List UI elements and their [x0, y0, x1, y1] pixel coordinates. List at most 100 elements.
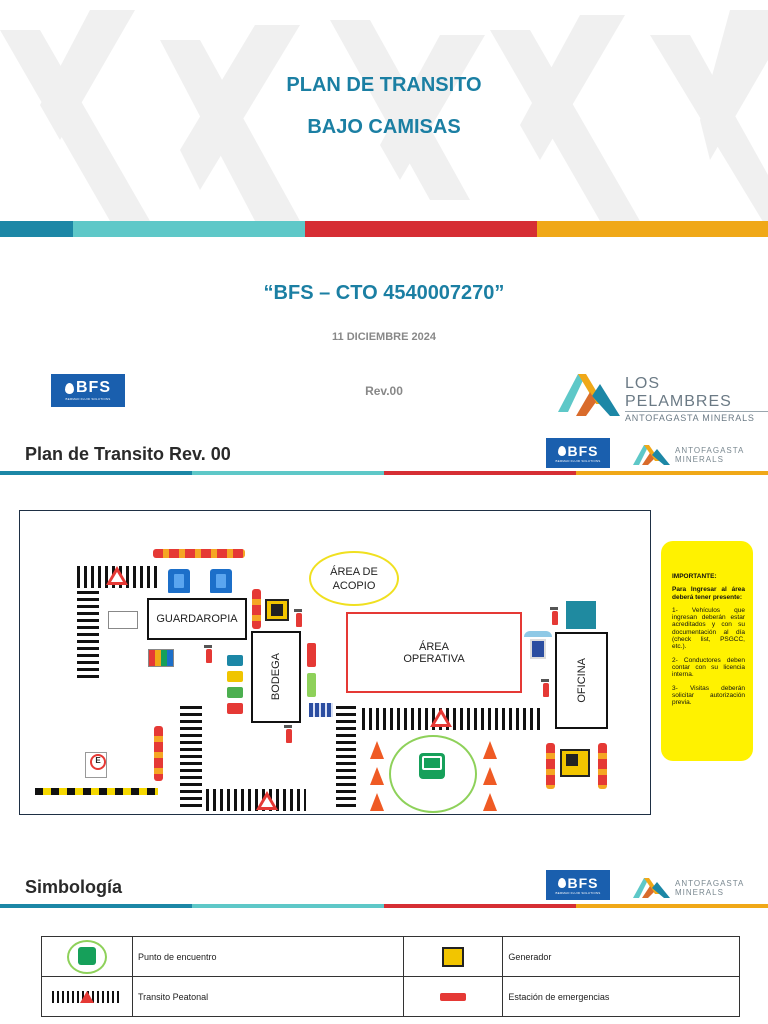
waste-bin [227, 655, 243, 666]
symbol-cell [403, 936, 504, 977]
traffic-cone-icon [370, 767, 384, 785]
symbol-cell [41, 976, 133, 1017]
shelter-icon [524, 631, 552, 661]
table-row: Punto de encuentro Generador [41, 936, 740, 977]
antofagasta-logo-mark [633, 445, 670, 465]
los-pelambres-logo-text: LOS PELAMBRES ANTOFAGASTA MINERALS [625, 375, 768, 423]
generator-icon [265, 599, 289, 621]
zone-operativa: ÁREA OPERATIVA [346, 612, 522, 693]
pedestrian-crossing-icon [51, 990, 122, 1003]
zone-guardaropia: GUARDAROPIA [147, 598, 247, 640]
zone-bodega: BODEGA [251, 631, 301, 723]
header-stripe [576, 904, 768, 908]
emergency-station-icon [307, 643, 316, 667]
symbol-label: Transito Peatonal [131, 976, 405, 1017]
bfs-logo-subtitle: BERMAD FLUID SOLUTIONS [555, 458, 601, 463]
los-pelambres-subtitle: ANTOFAGASTA MINERALS [625, 411, 768, 423]
cover-background-pattern [0, 10, 768, 221]
antofagasta-logo-mark [633, 878, 670, 898]
barrier [154, 726, 163, 781]
los-pelambres-logo-mark [558, 374, 620, 416]
waste-bin [227, 671, 243, 682]
emergency-station-icon [440, 993, 467, 1002]
bfs-logo-subtitle: BERMAD FLUID SOLUTIONS [555, 890, 601, 895]
status-light [307, 673, 316, 697]
barrier [153, 549, 245, 558]
header-stripe [576, 471, 768, 475]
bfs-logo-subtitle: BERMAD FLUID SOLUTIONS [65, 397, 111, 401]
toilet-icon [168, 569, 190, 593]
color-band-segment [73, 221, 305, 237]
cover-slide: PLAN DE TRANSITO BAJO CAMISAS “BFS – CTO… [0, 0, 768, 430]
pedestrian-crossing [77, 591, 99, 681]
pedestrian-crossing [362, 708, 544, 730]
header-stripe [192, 471, 384, 475]
revision-label: Rev.00 [365, 384, 403, 398]
site-map: GUARDAROPIA BODEGA ÁREA DE ACOPIO ÁREA O… [19, 510, 651, 815]
cover-title-line2: BAJO CAMISAS [307, 116, 461, 138]
stretcher-icon [309, 703, 333, 717]
table-row: Transito Peatonal Estación de emergencia… [41, 976, 740, 1017]
note-item-1: 1- Vehículos que ingresan deberán estar … [672, 606, 745, 651]
extinguisher-icon [541, 679, 549, 697]
symbology-table: Punto de encuentro Generador Transito Pe… [41, 936, 740, 1017]
note-item-3: 3- Visitas deberán solicitar autorizació… [672, 684, 745, 707]
warning-triangle-icon [430, 708, 452, 727]
color-band-segment [0, 221, 73, 237]
barrier [546, 743, 555, 789]
traffic-cone-icon [370, 793, 384, 811]
antofagasta-line1: ANTOFAGASTA [675, 446, 745, 455]
header-stripe [384, 471, 576, 475]
meeting-point-icon [66, 939, 107, 974]
project-code: “BFS – CTO 4540007270” [263, 282, 505, 304]
traffic-cone-icon [483, 767, 497, 785]
antofagasta-line2: MINERALS [675, 455, 724, 464]
zone-acopio: ÁREA DE ACOPIO [309, 551, 399, 606]
bfs-logo: BFS BERMAD FLUID SOLUTIONS [51, 374, 125, 407]
slide-title-simbologia: Simbología [25, 877, 123, 897]
zone-operativa-label: ÁREA OPERATIVA [403, 640, 465, 665]
symbol-cell [41, 936, 133, 977]
symbol-label: Punto de encuentro [131, 936, 405, 977]
antofagasta-logo-text: ANTOFAGASTA MINERALS [675, 879, 744, 897]
container-icon [566, 601, 596, 629]
note-heading: IMPORTANTE: [672, 573, 717, 580]
bfs-logo: BFS BERMAD FLUID SOLUTIONS [546, 438, 610, 468]
zone-guardaropia-label: GUARDAROPIA [156, 613, 238, 625]
symbol-label: Estación de emergencias [502, 976, 740, 1017]
antofagasta-logo-text: ANTOFAGASTA MINERALS [675, 446, 744, 464]
pedestrian-crossing [336, 706, 356, 811]
barrier [252, 589, 261, 629]
traffic-cone-icon [483, 793, 497, 811]
waste-sign [148, 649, 174, 667]
header-stripe [384, 904, 576, 908]
symbol-label: Generador [502, 936, 740, 977]
zone-oficina: OFICINA [555, 632, 608, 729]
extinguisher-icon [550, 607, 558, 625]
hazard-line [35, 788, 158, 795]
bfs-logo-text: BFS [567, 442, 599, 459]
extinguisher-icon [294, 609, 302, 627]
color-band-segment [537, 221, 768, 237]
cover-title-line1: PLAN DE TRANSITO [286, 74, 482, 96]
meeting-point-icon [419, 753, 445, 779]
waste-bin [227, 687, 243, 698]
warning-triangle-icon [256, 791, 278, 810]
symbol-cell [403, 976, 504, 1017]
important-note: IMPORTANTE: Para Ingresar al área deberá… [661, 541, 753, 761]
header-stripe [192, 904, 384, 908]
los-pelambres-name: LOS PELAMBRES [625, 375, 732, 410]
bfs-logo-text: BFS [567, 874, 599, 891]
parking-sign-icon [85, 752, 107, 778]
antofagasta-line2: MINERALS [675, 888, 724, 897]
antofagasta-line1: ANTOFAGASTA [675, 879, 745, 888]
warning-triangle-icon [106, 566, 128, 585]
note-intro: Para Ingresar al área deberá tener prese… [672, 586, 745, 601]
generator-icon [560, 749, 590, 777]
note-item-2: 2- Conductores deben contar con su licen… [672, 656, 745, 679]
toilet-icon [210, 569, 232, 593]
bfs-logo: BFS BERMAD FLUID SOLUTIONS [546, 870, 610, 900]
slide-title-plan: Plan de Transito Rev. 00 [25, 444, 231, 464]
traffic-cone-icon [370, 741, 384, 759]
document-date: 11 DICIEMBRE 2024 [332, 331, 436, 343]
